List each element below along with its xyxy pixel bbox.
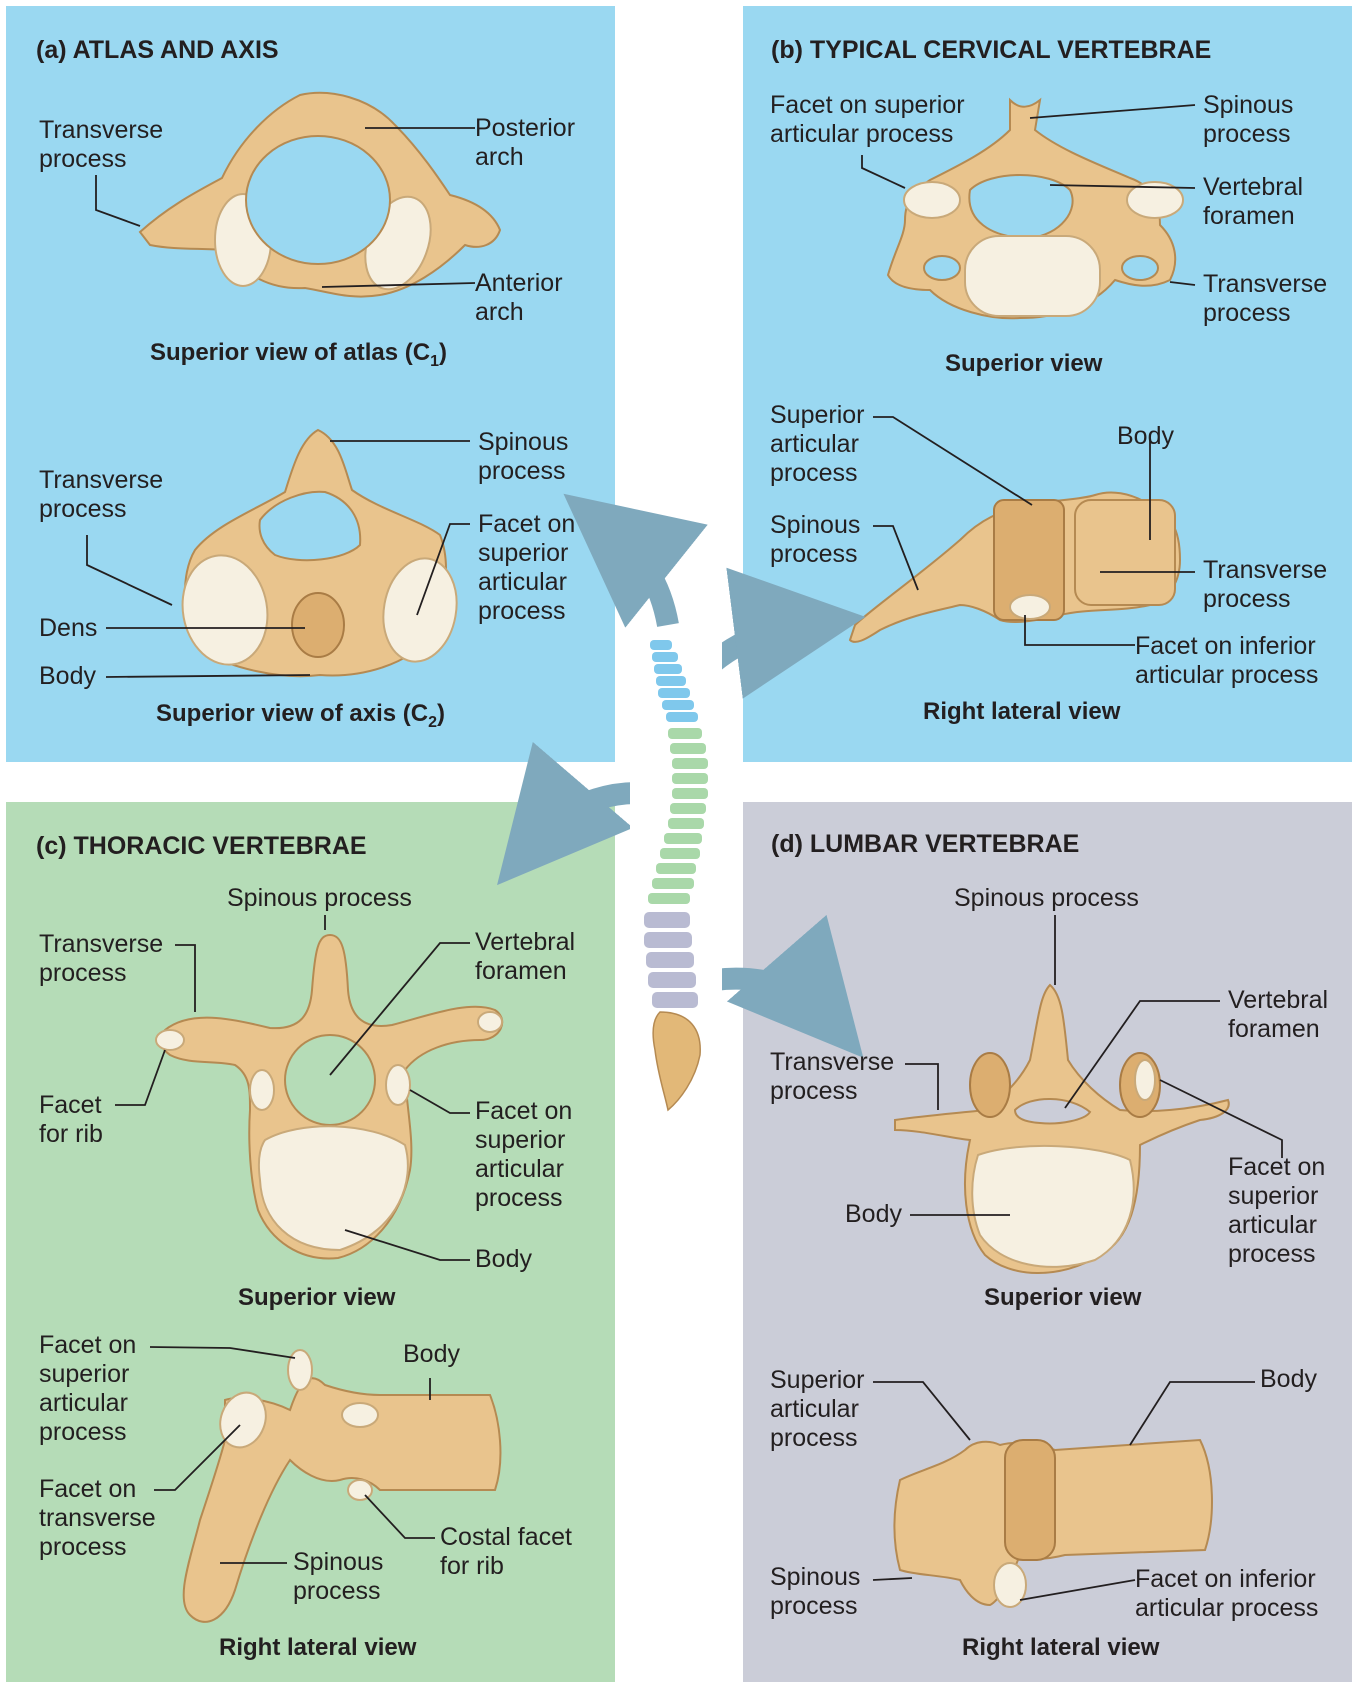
- thoracic-superior-label-foramen: Vertebral foramen: [475, 928, 575, 986]
- cervical-lateral-label-inferior-facet: Facet on inferior articular process: [1135, 632, 1318, 690]
- atlas-caption-main: Superior view of atlas (C: [150, 339, 430, 366]
- atlas-label-anterior-arch: Anterior arch: [475, 269, 563, 327]
- cervical-lateral-label-body: Body: [1117, 422, 1174, 451]
- atlas-label-posterior-arch: Posterior arch: [475, 114, 575, 172]
- axis-caption-main: Superior view of axis (C: [156, 700, 428, 727]
- lumbar-lateral-label-body: Body: [1260, 1365, 1317, 1394]
- panel-d-heading: (d) LUMBAR VERTEBRAE: [771, 830, 1079, 859]
- thoracic-superior-caption: Superior view: [238, 1284, 395, 1312]
- thoracic-lateral-label-costal-facet: Costal facet for rib: [440, 1523, 572, 1581]
- atlas-caption: Superior view of atlas (C1): [150, 339, 447, 367]
- lumbar-superior-label-spinous: Spinous process: [954, 884, 1139, 913]
- cervical-lateral-label-transverse: Transverse process: [1203, 556, 1327, 614]
- cervical-lateral-illustration: [850, 492, 1180, 641]
- thoracic-superior-label-facet-rib: Facet for rib: [39, 1091, 103, 1149]
- lumbar-superior-label-body: Body: [845, 1200, 902, 1229]
- thoracic-superior-illustration: [156, 935, 502, 1258]
- cervical-lateral-label-superior-articular: Superior articular process: [770, 401, 865, 488]
- thoracic-superior-label-facet-superior: Facet on superior articular process: [475, 1097, 572, 1213]
- thoracic-superior-label-transverse: Transverse process: [39, 930, 163, 988]
- lumbar-lateral-caption: Right lateral view: [962, 1634, 1159, 1662]
- cervical-superior-caption: Superior view: [945, 350, 1102, 378]
- thoracic-lateral-label-facet-transverse: Facet on transverse process: [39, 1475, 156, 1562]
- panel-a-heading: (a) ATLAS AND AXIS: [36, 36, 279, 65]
- atlas-label-transverse-process: Transverse process: [39, 116, 163, 174]
- lumbar-lateral-label-inferior-facet: Facet on inferior articular process: [1135, 1565, 1318, 1623]
- atlas-caption-end: ): [439, 339, 447, 366]
- axis-label-spinous-process: Spinous process: [478, 428, 568, 486]
- cervical-superior-label-spinous: Spinous process: [1203, 91, 1293, 149]
- lumbar-superior-label-facet: Facet on superior articular process: [1228, 1153, 1325, 1269]
- lumbar-superior-label-foramen: Vertebral foramen: [1228, 986, 1328, 1044]
- axis-caption-subscript: 2: [428, 714, 437, 731]
- lumbar-superior-illustration: [895, 985, 1229, 1273]
- thoracic-lateral-caption: Right lateral view: [219, 1634, 416, 1662]
- panel-c-heading: (c) THORACIC VERTEBRAE: [36, 832, 367, 861]
- arrow-to-panel-a: [615, 535, 668, 625]
- thoracic-lateral-label-body: Body: [403, 1340, 460, 1369]
- axis-caption-end: ): [437, 700, 445, 727]
- thoracic-lateral-label-spinous: Spinous process: [293, 1548, 383, 1606]
- vertebral-column-illustration: [630, 630, 722, 1115]
- cervical-superior-label-facet: Facet on superior articular process: [770, 91, 965, 149]
- cervical-superior-label-transverse: Transverse process: [1203, 270, 1327, 328]
- axis-label-facet-superior-articular: Facet on superior articular process: [478, 510, 575, 626]
- lumbar-superior-caption: Superior view: [984, 1284, 1141, 1312]
- axis-label-transverse-process: Transverse process: [39, 466, 163, 524]
- axis-illustration: [174, 430, 464, 676]
- atlas-caption-subscript: 1: [430, 353, 439, 370]
- cervical-superior-label-foramen: Vertebral foramen: [1203, 173, 1303, 231]
- lumbar-lateral-label-superior-articular: Superior articular process: [770, 1366, 865, 1453]
- lumbar-lateral-label-spinous: Spinous process: [770, 1563, 860, 1621]
- thoracic-superior-label-body: Body: [475, 1245, 532, 1274]
- axis-caption: Superior view of axis (C2): [156, 700, 445, 728]
- thoracic-superior-label-spinous: Spinous process: [227, 884, 412, 913]
- axis-label-body: Body: [39, 662, 96, 691]
- atlas-illustration: [140, 93, 500, 299]
- cervical-lateral-label-spinous: Spinous process: [770, 511, 860, 569]
- cervical-lateral-caption: Right lateral view: [923, 698, 1120, 726]
- thoracic-lateral-label-facet-superior: Facet on superior articular process: [39, 1331, 136, 1447]
- arrow-to-panel-d: [715, 979, 820, 1008]
- panel-b-heading: (b) TYPICAL CERVICAL VERTEBRAE: [771, 36, 1211, 65]
- lumbar-superior-label-transverse: Transverse process: [770, 1048, 894, 1106]
- axis-label-dens: Dens: [39, 614, 97, 643]
